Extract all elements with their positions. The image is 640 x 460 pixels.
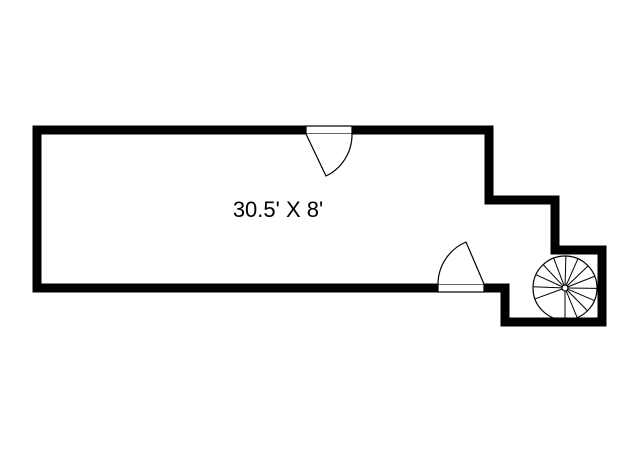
bottom-door-sill <box>437 283 485 293</box>
stair-tread <box>535 274 563 288</box>
stair-tread <box>566 265 589 287</box>
stair-tread <box>565 290 578 318</box>
top-door-sill <box>305 125 353 135</box>
stair-tread <box>567 288 595 302</box>
stair-tread <box>542 264 564 287</box>
stair-tread <box>534 288 563 300</box>
spiral-staircase-icon <box>532 255 598 321</box>
stair-tread <box>553 257 565 286</box>
exterior-wall <box>32 125 607 327</box>
stair-tread <box>533 286 563 289</box>
top-door[interactable] <box>305 124 353 177</box>
door-swing-icon <box>305 133 353 177</box>
stair-tread <box>567 275 595 288</box>
bottom-door[interactable] <box>437 241 485 294</box>
room-dimension-label: 30.5' X 8' <box>233 197 323 222</box>
stair-tread <box>564 255 567 286</box>
stair-tread <box>566 289 588 312</box>
stair-tread <box>565 258 579 286</box>
door-swing-icon <box>437 241 485 285</box>
